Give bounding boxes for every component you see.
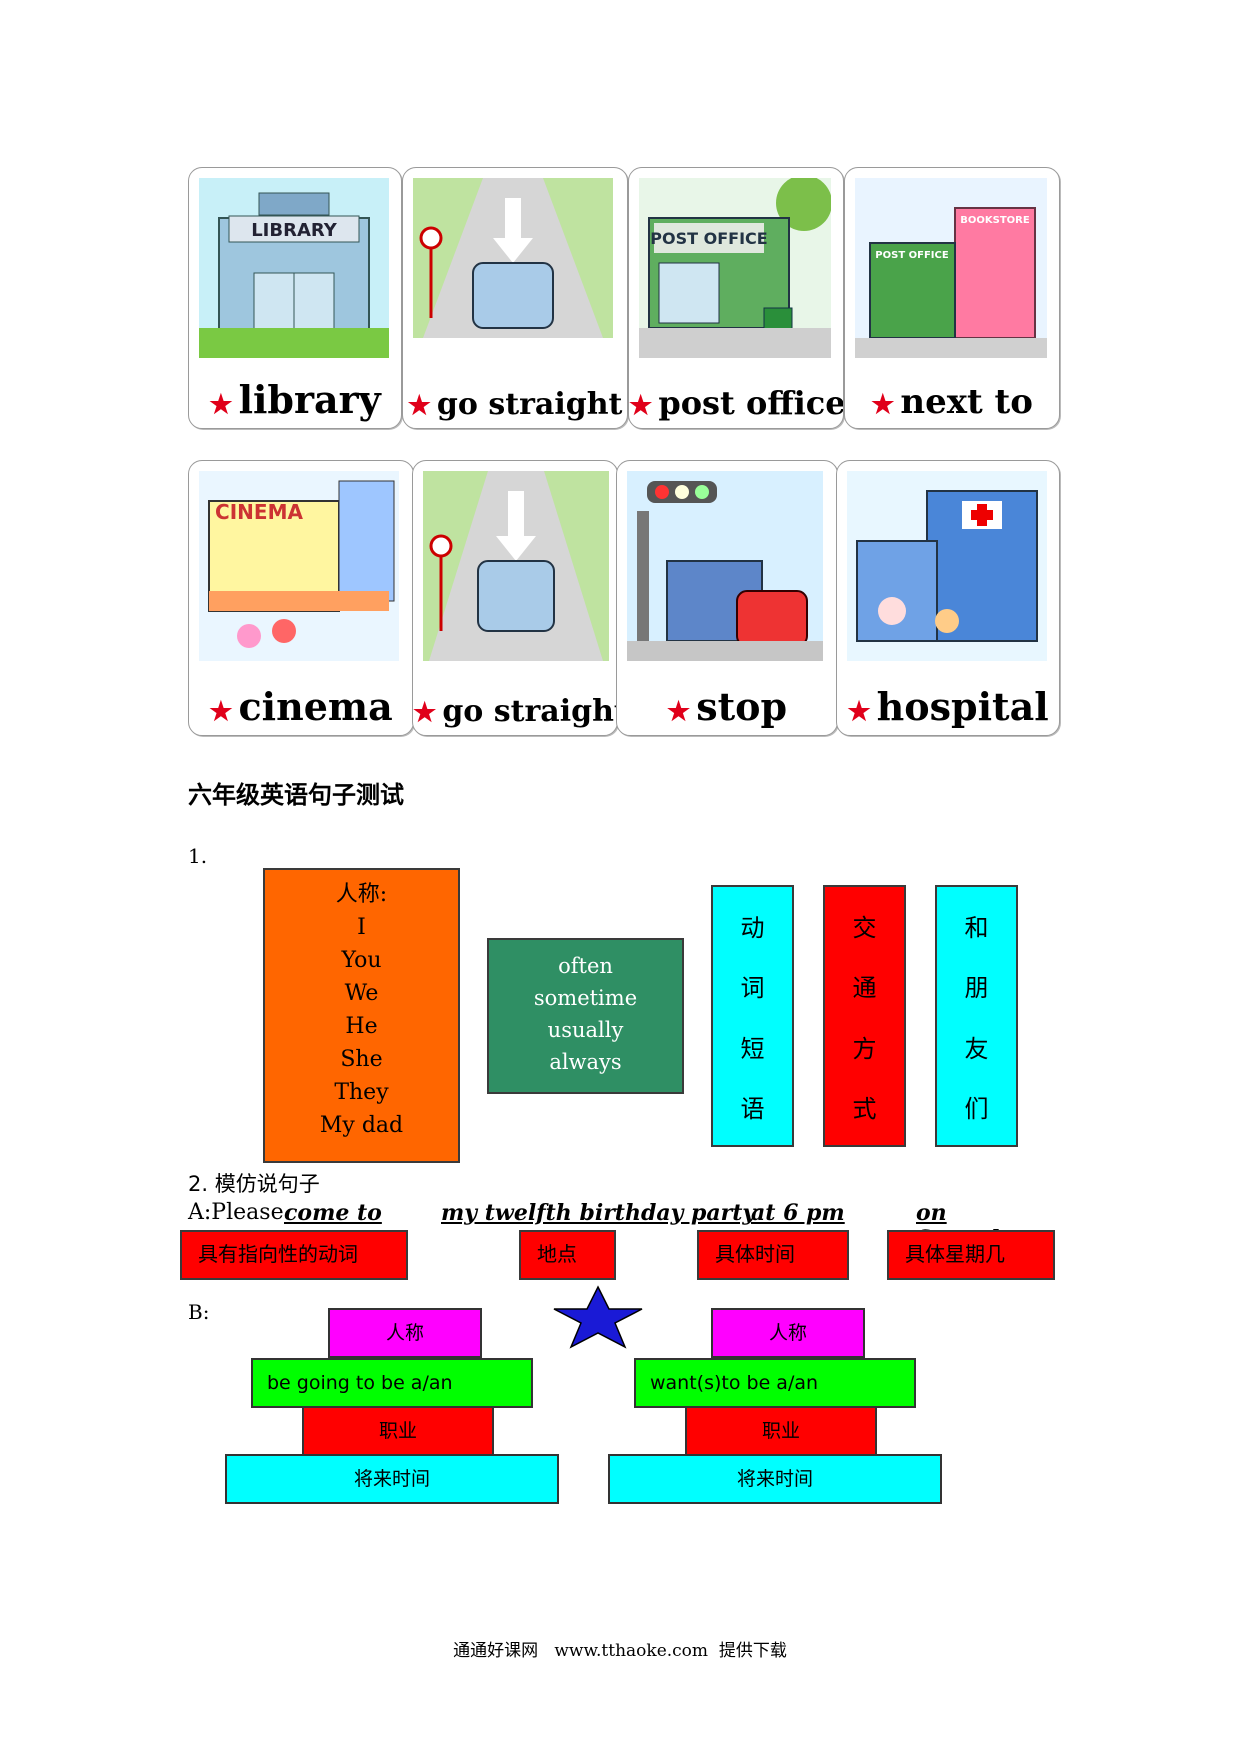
column-char: 动 <box>740 913 765 942</box>
svg-text:POST OFFICE: POST OFFICE <box>875 250 949 261</box>
traffic-light-icon <box>627 471 823 661</box>
tag-specific-time: 具体时间 <box>697 1230 849 1280</box>
card-label-text: go straight <box>436 387 623 422</box>
tag-directional-verb: 具有指向性的动词 <box>180 1230 408 1280</box>
tag-weekday: 具体星期几 <box>887 1230 1055 1280</box>
question-number: 1. <box>188 844 208 868</box>
column-char: 朋 <box>964 974 989 1003</box>
sentence-a-prefix: A:Please <box>188 1200 284 1225</box>
sentence-a-time: at 6 pm <box>751 1200 845 1226</box>
card-label: ★next to <box>845 382 1059 422</box>
road-arrow-icon <box>423 471 609 661</box>
card-label-text: hospital <box>876 684 1049 729</box>
column-char: 词 <box>740 974 765 1003</box>
post-office-icon: POST OFFICE <box>639 178 831 358</box>
card-post-office: POST OFFICE ★post office <box>628 167 844 429</box>
sentence-a-place: my twelfth birthday party <box>441 1200 756 1226</box>
star-icon: ★ <box>209 697 233 727</box>
right-want-to-box: want(s)to be a/an <box>634 1358 916 1408</box>
card-label-text: post office <box>658 384 844 422</box>
transport-column: 交 通 方 式 <box>823 885 906 1147</box>
left-future-time-box: 将来时间 <box>225 1454 559 1504</box>
star-icon: ★ <box>666 697 691 727</box>
person-item: He <box>345 1014 378 1039</box>
person-item: I <box>357 915 366 940</box>
friends-column: 和 朋 友 们 <box>935 885 1018 1147</box>
card-cinema: CINEMA ★cinema <box>188 460 414 736</box>
star-icon: ★ <box>847 697 871 727</box>
star-icon: ★ <box>407 391 431 421</box>
adverb-item: usually <box>547 1018 624 1042</box>
left-going-to-box: be going to be a/an <box>251 1358 533 1408</box>
buildings-icon: BOOKSTORE POST OFFICE <box>855 178 1047 358</box>
card-label: ★library <box>189 377 401 422</box>
tag-place: 地点 <box>519 1230 616 1280</box>
column-char: 通 <box>852 974 877 1003</box>
card-label: ★post office <box>629 384 843 422</box>
left-person-box: 人称 <box>328 1308 482 1358</box>
card-label: ★go straight <box>413 694 617 729</box>
hospital-icon <box>847 471 1047 661</box>
card-label: ★hospital <box>837 684 1059 729</box>
column-char: 语 <box>740 1095 765 1124</box>
card-hospital: ★hospital <box>836 460 1060 736</box>
card-next-to: BOOKSTORE POST OFFICE ★next to <box>844 167 1060 429</box>
star-icon: ★ <box>413 698 437 728</box>
star-icon: ★ <box>871 390 895 420</box>
sentence-a-verb: come to <box>284 1200 382 1226</box>
column-char: 和 <box>964 913 989 942</box>
persons-heading: 人称: <box>335 882 388 907</box>
library-icon: LIBRARY <box>199 178 389 358</box>
right-person-box: 人称 <box>711 1308 865 1358</box>
svg-text:CINEMA: CINEMA <box>215 500 303 524</box>
column-char: 们 <box>964 1095 989 1124</box>
person-item: They <box>334 1080 389 1105</box>
adverb-item: sometime <box>533 986 638 1010</box>
person-item: We <box>344 981 379 1006</box>
column-char: 方 <box>852 1034 877 1063</box>
left-job-box: 职业 <box>302 1406 494 1456</box>
road-arrow-icon <box>413 178 613 338</box>
card-label: ★cinema <box>189 684 413 729</box>
person-item: My dad <box>319 1113 404 1138</box>
verb-phrase-column: 动 词 短 语 <box>711 885 794 1147</box>
column-char: 交 <box>852 913 877 942</box>
right-job-box: 职业 <box>685 1406 877 1456</box>
card-go-straight: ★go straight <box>402 167 628 429</box>
adverb-item: often <box>558 954 613 978</box>
star-icon: ★ <box>629 391 653 421</box>
card-library: LIBRARY ★library <box>188 167 402 429</box>
star-icon: ★ <box>209 390 233 420</box>
column-char: 式 <box>852 1095 877 1124</box>
card-stop: ★stop <box>616 460 838 736</box>
adverb-item: always <box>549 1050 622 1074</box>
section-title: 六年级英语句子测试 <box>188 781 404 809</box>
card-label: ★go straight <box>403 387 627 422</box>
card-label: ★stop <box>617 684 837 729</box>
footer-text: 通通好课网 www.tthaoke.com 提供下载 <box>453 1641 787 1661</box>
card-go-straight-2: ★go straight <box>412 460 618 736</box>
card-label-text: library <box>238 377 381 422</box>
cinema-icon: CINEMA <box>199 471 399 661</box>
column-char: 短 <box>740 1034 765 1063</box>
svg-text:LIBRARY: LIBRARY <box>251 220 338 241</box>
card-label-text: next to <box>900 382 1033 422</box>
sentence-a: A:Please come to my twelfth birthday par… <box>188 1200 1068 1252</box>
star-icon <box>553 1285 643 1349</box>
persons-box: 人称: I You We He She They My dad <box>263 868 460 1163</box>
person-item: You <box>341 948 382 973</box>
part-b-label: B: <box>188 1300 210 1324</box>
card-label-text: go straight <box>442 694 618 729</box>
adverbs-box: often sometime usually always <box>487 938 684 1094</box>
question-2-heading: 2. 模仿说句子 <box>188 1172 320 1196</box>
person-item: She <box>340 1047 383 1072</box>
svg-text:POST OFFICE: POST OFFICE <box>650 229 767 248</box>
right-future-time-box: 将来时间 <box>608 1454 942 1504</box>
svg-text:BOOKSTORE: BOOKSTORE <box>960 215 1030 226</box>
card-label-text: stop <box>696 684 788 729</box>
column-char: 友 <box>964 1034 989 1063</box>
card-label-text: cinema <box>238 684 393 729</box>
